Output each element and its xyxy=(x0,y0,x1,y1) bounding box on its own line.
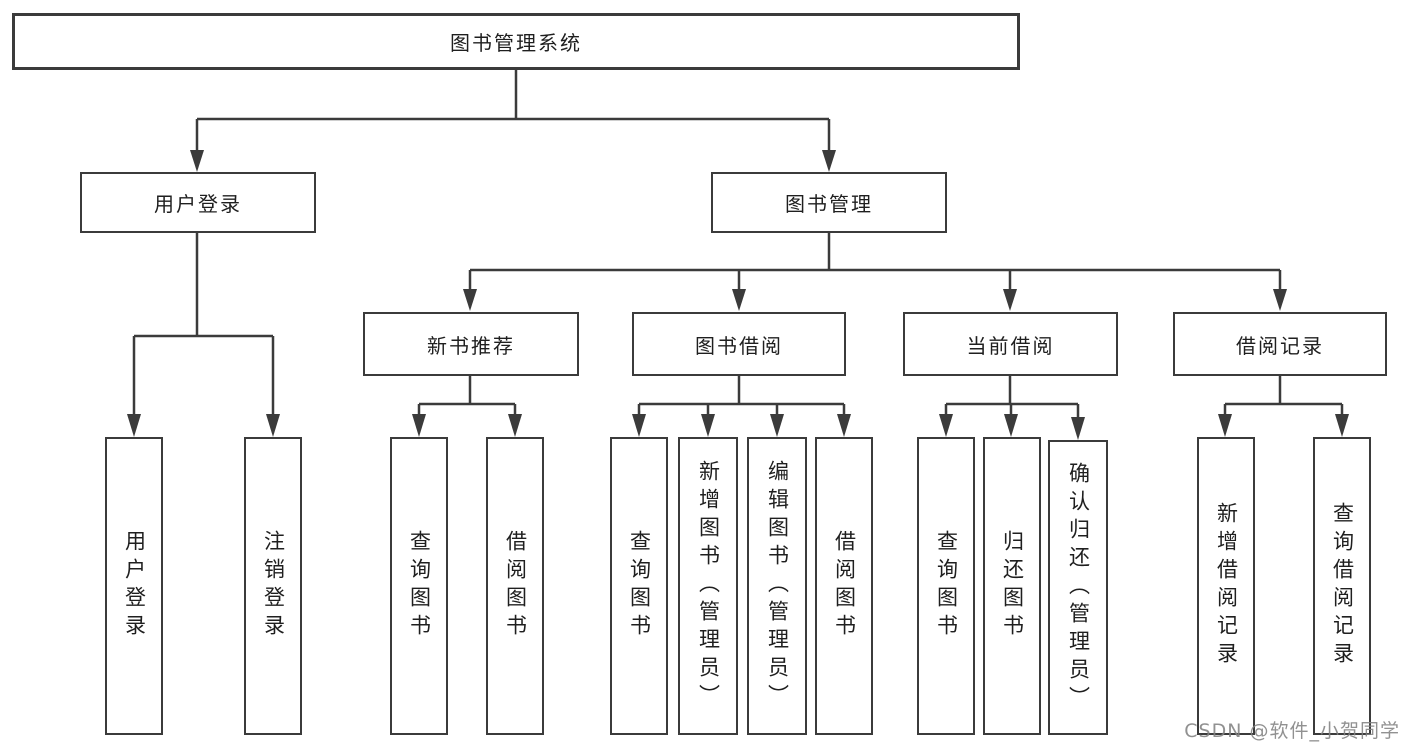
node-query-books-newbook: 查询图书 xyxy=(390,437,448,735)
node-confirm-return-admin-label: 确认归还（管理员） xyxy=(1066,461,1091,714)
node-add-book-admin-label: 新增图书（管理员） xyxy=(696,460,721,712)
node-query-books-newbook-label: 查询图书 xyxy=(407,530,432,642)
node-current-borrow-label: 当前借阅 xyxy=(966,333,1055,358)
node-logout: 注销登录 xyxy=(244,437,302,735)
node-book-borrow: 图书借阅 xyxy=(632,312,846,376)
node-new-book-recommend: 新书推荐 xyxy=(363,312,579,376)
node-return-book-label: 归还图书 xyxy=(1000,530,1025,642)
node-query-books-current-label: 查询图书 xyxy=(934,530,959,642)
node-add-book-admin: 新增图书（管理员） xyxy=(678,437,738,735)
node-query-books-borrow: 查询图书 xyxy=(610,437,668,735)
node-user-login-leaf-label: 用户登录 xyxy=(122,530,147,642)
node-query-books-current: 查询图书 xyxy=(917,437,975,735)
node-query-borrow-record: 查询借阅记录 xyxy=(1313,437,1371,735)
csdn-watermark: CSDN @软件_小贺同学 xyxy=(1184,720,1400,742)
connector-borrow-record xyxy=(1223,376,1344,420)
connector-current-borrow xyxy=(944,376,1080,423)
node-user-login: 用户登录 xyxy=(80,172,316,233)
node-borrow-books-leaf-label: 借阅图书 xyxy=(832,530,857,642)
node-add-borrow-record-label: 新增借阅记录 xyxy=(1214,502,1239,670)
connector-book-mgmt xyxy=(468,233,1282,294)
node-current-borrow: 当前借阅 xyxy=(903,312,1118,376)
node-root: 图书管理系统 xyxy=(12,13,1020,70)
node-borrow-record-label: 借阅记录 xyxy=(1236,333,1324,358)
node-logout-label: 注销登录 xyxy=(261,530,286,642)
node-edit-book-admin-label: 编辑图书（管理员） xyxy=(765,460,790,712)
connector-book-borrow xyxy=(637,376,846,420)
node-confirm-return-admin: 确认归还（管理员） xyxy=(1048,440,1108,735)
node-user-login-label: 用户登录 xyxy=(154,192,242,216)
node-edit-book-admin: 编辑图书（管理员） xyxy=(747,437,807,735)
node-user-login-leaf: 用户登录 xyxy=(105,437,163,735)
node-book-borrow-label: 图书借阅 xyxy=(695,333,783,358)
node-return-book: 归还图书 xyxy=(983,437,1041,735)
node-new-book-recommend-label: 新书推荐 xyxy=(427,333,515,358)
connector-user-login xyxy=(132,233,275,420)
node-query-books-borrow-label: 查询图书 xyxy=(627,530,652,642)
node-borrow-books-leaf: 借阅图书 xyxy=(815,437,873,735)
node-add-borrow-record: 新增借阅记录 xyxy=(1197,437,1255,735)
connector-new-book xyxy=(417,376,517,420)
node-book-management: 图书管理 xyxy=(711,172,947,233)
connector-root xyxy=(195,70,831,155)
node-borrow-record: 借阅记录 xyxy=(1173,312,1387,376)
node-root-label: 图书管理系统 xyxy=(450,31,582,55)
node-borrow-books-newbook: 借阅图书 xyxy=(486,437,544,735)
node-book-management-label: 图书管理 xyxy=(785,192,873,216)
node-borrow-books-newbook-label: 借阅图书 xyxy=(503,530,528,642)
node-query-borrow-record-label: 查询借阅记录 xyxy=(1330,502,1355,670)
